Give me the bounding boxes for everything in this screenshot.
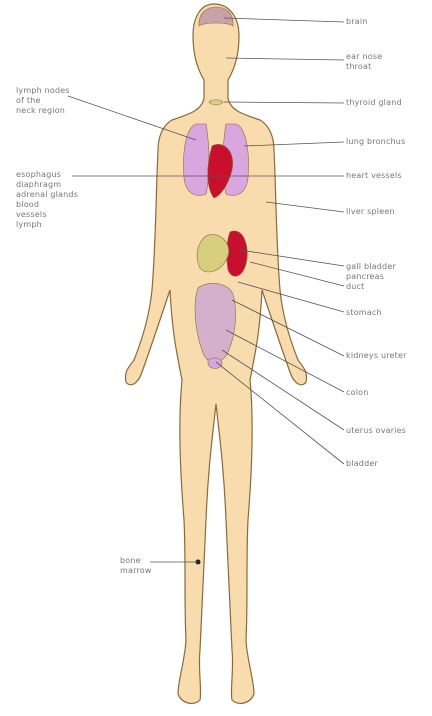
label-colon: colon — [346, 388, 368, 398]
label-esophagus: esophagus diaphragm adrenal glands blood… — [16, 170, 78, 230]
label-brain: brain — [346, 17, 368, 27]
bladder-shape — [208, 358, 222, 369]
label-kidneys: kidneys ureter — [346, 351, 407, 361]
label-thyroid: thyroid gland — [346, 98, 402, 108]
label-stomach: stomach — [346, 308, 382, 318]
left-lung-shape — [184, 124, 210, 195]
label-bone-marrow: bone marrow — [120, 556, 152, 576]
label-liver-spleen: liver spleen — [346, 207, 395, 217]
leader-liver — [266, 202, 344, 212]
leader-ent — [226, 58, 344, 60]
label-bladder: bladder — [346, 459, 378, 469]
label-heart-vessels: heart vessels — [346, 171, 402, 181]
label-lung-bronchus: lung bronchus — [346, 137, 405, 147]
label-gall-bladder: gall bladder pancreas duct — [346, 262, 396, 292]
liver-shape — [227, 231, 248, 276]
label-lymph-neck: lymph nodes of the neck region — [16, 86, 70, 116]
label-ear-nose-throat: ear nose throat — [346, 52, 382, 72]
leader-brain — [224, 18, 344, 22]
label-uterus-ovaries: uterus ovaries — [346, 426, 406, 436]
leader-thyroid — [224, 102, 344, 103]
